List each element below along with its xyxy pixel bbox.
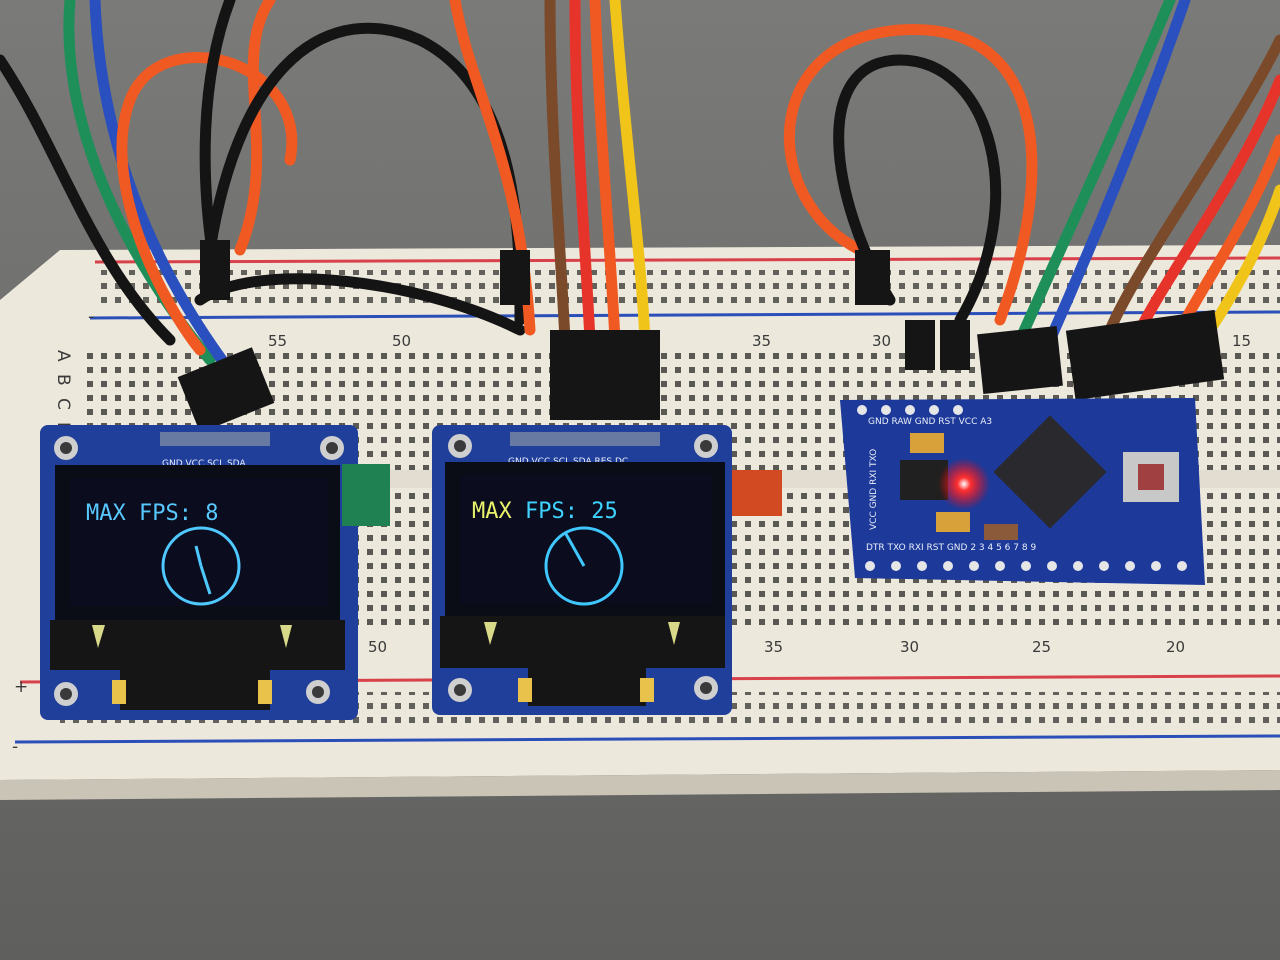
dial-needle bbox=[194, 545, 203, 567]
oled-screen-left: MAX FPS: 8 bbox=[86, 501, 241, 606]
power-led bbox=[938, 458, 990, 510]
col-number: 55 bbox=[268, 332, 287, 350]
dial-needle bbox=[199, 565, 212, 595]
fps-readout: MAX FPS: 8 bbox=[86, 501, 218, 526]
col-number: 15 bbox=[1232, 332, 1251, 350]
oled-module-right: GND VCC SCL SDA RES DC bbox=[432, 425, 782, 715]
mcu-top-labels: GND RAW GND RST VCC A3 bbox=[868, 417, 992, 427]
mcu-side-labels-group: VCC GND RXI TXO bbox=[869, 449, 879, 530]
oled-screen-right: MAX FPS: 25 bbox=[472, 499, 624, 606]
col-number: 35 bbox=[752, 332, 771, 350]
dial-ring bbox=[544, 526, 624, 606]
pin-labels: GND VCC SCL SDA bbox=[162, 459, 246, 469]
col-number: 30 bbox=[872, 332, 891, 350]
row-letter: A bbox=[53, 350, 73, 362]
col-number: 50 bbox=[392, 332, 411, 350]
header-connectors bbox=[177, 240, 1225, 433]
dial-needle bbox=[564, 533, 586, 567]
col-number: 25 bbox=[1032, 638, 1051, 656]
fps-readout: MAX FPS: 25 bbox=[472, 499, 618, 524]
mcu-side-labels: VCC GND RXI TXO bbox=[869, 449, 879, 530]
col-number: 35 bbox=[764, 638, 783, 656]
col-number: 30 bbox=[900, 638, 919, 656]
rail-minus-bottom: - bbox=[12, 737, 18, 757]
col-number: 50 bbox=[368, 638, 387, 656]
row-letter: B bbox=[53, 374, 73, 386]
microcontroller-board: GND RAW GND RST VCC A3 DTR TXO RXI RST G… bbox=[840, 398, 1205, 585]
rail-minus-top: - bbox=[88, 307, 94, 327]
oled-module-left: GND VCC SCL SDA bbox=[40, 425, 390, 720]
mcu-bottom-labels: DTR TXO RXI RST GND 2 3 4 5 6 7 8 9 bbox=[866, 543, 1036, 553]
dial-ring bbox=[161, 526, 241, 606]
jumper-wires bbox=[0, 0, 1280, 366]
rail-plus-bottom: + bbox=[14, 677, 28, 697]
fps-readout-blue: FPS: 25 bbox=[512, 499, 618, 524]
fps-readout-yellow: MAX bbox=[472, 499, 512, 524]
row-letter: C bbox=[53, 398, 73, 410]
col-number: 20 bbox=[1166, 638, 1185, 656]
